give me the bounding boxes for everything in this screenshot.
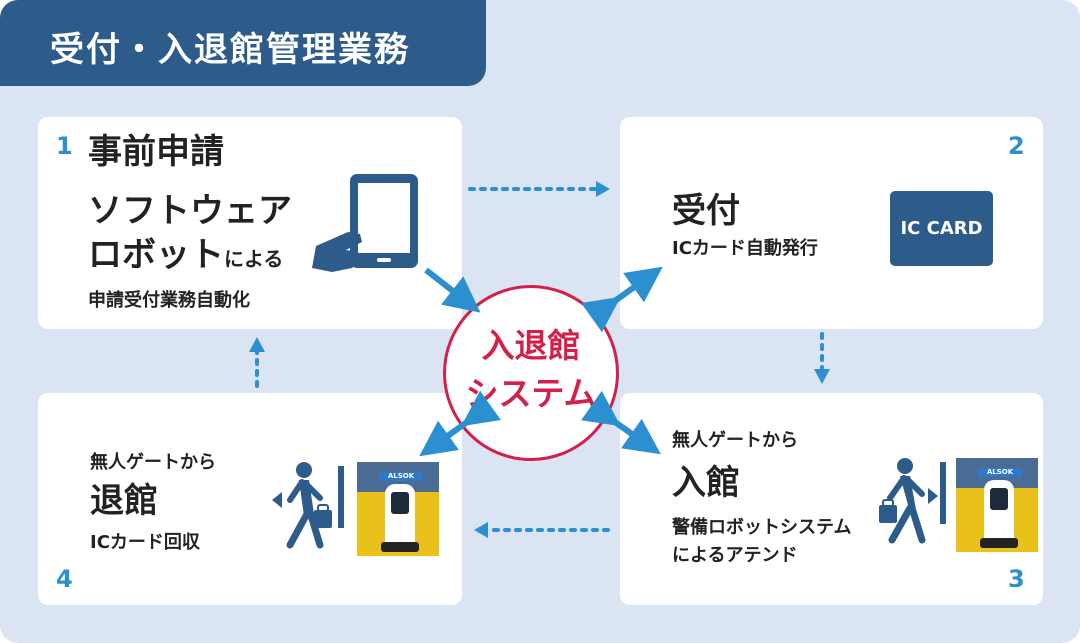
step-3-line1: 警備ロボットシステム [672, 517, 852, 538]
step-2-title: 受付 [672, 191, 740, 231]
ic-card-icon: IC CARD [890, 191, 993, 266]
step-3-caption: 無人ゲートから [672, 430, 798, 451]
robot-4-logo: ALSOK [379, 472, 423, 481]
center-line1: 入退館 [481, 326, 581, 365]
step-2-number: 2 [1008, 132, 1025, 160]
step-1-line1: ソフトウェア [88, 191, 292, 231]
flow-arrow-1-to-2 [468, 181, 610, 197]
step-1-title: 事前申請 [88, 132, 224, 172]
step-1-line3: 申請受付業務自動化 [88, 290, 250, 311]
arrow-center-card4 [419, 390, 501, 457]
walking-person-icon-4 [272, 462, 344, 549]
walking-person-icon-3 [879, 458, 946, 544]
arrow-card1-to-center [424, 267, 481, 313]
flow-arrow-4-to-1 [249, 337, 265, 388]
step-1-number: 1 [56, 132, 73, 160]
step-4-caption: 無人ゲートから [90, 452, 216, 473]
security-robot-photo-4: ALSOK [357, 462, 439, 556]
step-3-number: 3 [1008, 565, 1025, 593]
step-3-line2: によるアテンド [672, 545, 798, 566]
arrow-center-card3 [581, 390, 661, 455]
flow-arrow-3-to-4 [474, 522, 610, 538]
tablet-hand-icon [312, 174, 418, 272]
ic-card-label: IC CARD [900, 218, 983, 239]
step-1-line2-suffix: による [224, 247, 284, 271]
step-3-title: 入館 [672, 463, 740, 503]
page-title: 受付・入退館管理業務 [0, 0, 486, 86]
arrow-center-card2 [581, 266, 663, 333]
step-1-line2-main: ロボット [88, 235, 224, 275]
flow-arrow-2-to-3 [814, 332, 830, 384]
step-2-subtitle: ICカード自動発行 [672, 238, 818, 259]
step-1-line2: ロボットによる [88, 232, 283, 282]
step-4-title: 退館 [90, 481, 158, 521]
robot-3-logo: ALSOK [978, 468, 1022, 477]
security-robot-photo-3: ALSOK [956, 458, 1038, 552]
step-4-subtitle: ICカード回収 [90, 532, 200, 553]
step-4-number: 4 [56, 565, 73, 593]
